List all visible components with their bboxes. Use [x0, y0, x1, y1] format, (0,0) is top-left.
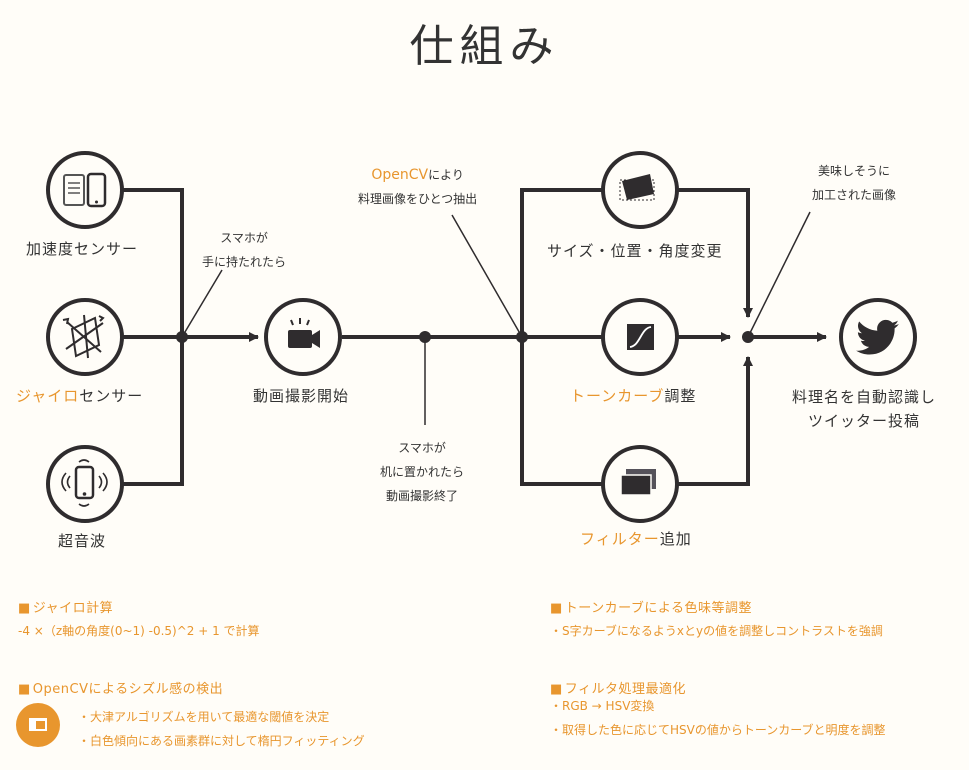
gyro-label-rest: センサー — [79, 387, 144, 405]
result-note-line2: 加工された画像 — [812, 188, 897, 202]
gyro-section-title: ジャイロ計算 — [18, 597, 113, 616]
gyro-label: ジャイロセンサー — [16, 385, 143, 406]
resize-label: サイズ・位置・角度変更 — [547, 242, 723, 260]
tone-label-rest: 調整 — [664, 387, 697, 405]
putdown-note-line2: 机に置かれたら — [380, 465, 465, 479]
branch-filter-line — [520, 337, 602, 486]
gyro-label-highlight: ジャイロ — [16, 387, 80, 405]
leader-lines — [181, 211, 811, 425]
result-note-line1: 美味しそうに — [818, 164, 891, 178]
opencv-bullet-2: ・白色傾向にある画素群に対して楕円フィッティング — [78, 734, 365, 748]
filter-label-highlight: フィルター — [580, 530, 660, 548]
filter-to-merge-line — [678, 356, 753, 486]
tone-section-title: トーンカーブによる色味等調整 — [550, 597, 752, 616]
opencv-note-line1: OpenCVにより — [358, 163, 477, 187]
ultrasonic-label: 超音波 — [58, 532, 107, 550]
filter-label-rest: 追加 — [659, 530, 692, 548]
gyro-icon — [62, 314, 105, 359]
filter-section-title: フィルタ処理最適化 — [550, 678, 686, 697]
image-transform-icon — [619, 174, 655, 201]
output-label: 料理名を自動認識し ツイッター投稿 — [792, 385, 936, 433]
putdown-note-line3: 動画撮影終了 — [386, 489, 459, 503]
output-label-line1: 料理名を自動認識し — [792, 388, 937, 406]
ultrasonic-node — [46, 445, 124, 523]
layers-icon — [620, 469, 656, 496]
opencv-note-rest: により — [428, 168, 464, 182]
opencv-window-icon — [16, 703, 60, 747]
tone-label: トーンカーブ調整 — [570, 385, 696, 406]
twitter-bird-icon — [856, 319, 900, 355]
gyro-section-text: -4 ×（z軸の角度(0~1) -0.5)^2 + 1 で計算 — [18, 624, 260, 638]
opencv-section-title: OpenCVによるシズル感の検出 — [18, 678, 223, 697]
output-label-line2: ツイッター投稿 — [808, 412, 921, 430]
pickup-note-line1: スマホが — [220, 231, 268, 245]
putdown-note-line1: スマホが — [398, 441, 446, 455]
video-camera-icon — [288, 318, 320, 348]
smartphone-icon — [63, 172, 107, 208]
opencv-window-icon-inner — [29, 718, 47, 731]
filter-section-bullets: ・RGB → HSV変換 ・取得した色に応じてHSVの値からトーンカーブと明度を… — [550, 694, 886, 742]
accel-label: 加速度センサー — [26, 240, 139, 258]
filter-bullet-2: ・取得した色に応じてHSVの値からトーンカーブと明度を調整 — [550, 723, 886, 737]
filter-label: フィルター追加 — [580, 528, 692, 549]
tone-section-text: ・S字カーブになるようxとyの値を調整しコントラストを強調 — [550, 624, 883, 638]
opencv-note-highlight: OpenCV — [371, 167, 429, 183]
pickup-note-line2: 手に持たれたら — [202, 255, 287, 269]
opencv-note: OpenCVにより 料理画像をひとつ抽出 — [358, 163, 477, 211]
tone-label-highlight: トーンカーブ — [570, 387, 665, 405]
ultrasonic-phone-icon — [61, 459, 108, 507]
tone-curve-icon — [627, 324, 654, 350]
branch-resize-line — [520, 188, 602, 337]
page-title: 仕組み — [409, 21, 560, 72]
resize-to-merge-line — [678, 188, 753, 318]
opencv-section-bullets: ・大津アルゴリズムを用いて最適な閾値を決定 ・白色傾向にある画素群に対して楕円フ… — [78, 705, 365, 753]
filter-bullet-1: ・RGB → HSV変換 — [550, 699, 655, 713]
opencv-bullet-1: ・大津アルゴリズムを用いて最適な閾値を決定 — [78, 710, 330, 724]
result-note: 美味しそうに 加工された画像 — [812, 159, 896, 207]
pickup-note: スマホが 手に持たれたら — [202, 226, 286, 274]
video-start-label: 動画撮影開始 — [253, 387, 350, 405]
connector-lines — [122, 188, 827, 486]
junction-dots — [176, 331, 754, 343]
opencv-note-line2: 料理画像をひとつ抽出 — [358, 192, 478, 206]
putdown-note: スマホが 机に置かれたら 動画撮影終了 — [380, 436, 464, 508]
